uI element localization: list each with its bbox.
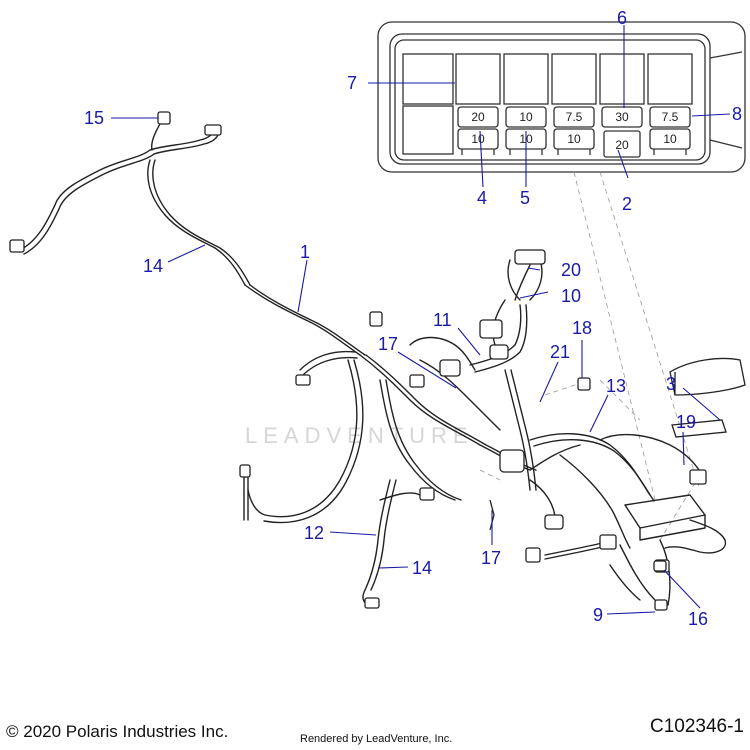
fuse-label: 20: [615, 138, 629, 152]
callout-9: 9: [593, 605, 603, 625]
leader-lines: [111, 25, 731, 615]
callout-21: 21: [550, 342, 570, 362]
callout-20: 20: [561, 260, 581, 280]
callout-14: 14: [412, 558, 432, 578]
callout-4: 4: [477, 188, 487, 208]
rendered-by-credit: Rendered by LeadVenture, Inc.: [300, 733, 453, 745]
fuse-box-inset: [377, 21, 746, 173]
fuse-label: 7.5: [566, 110, 583, 124]
callout-11: 11: [433, 310, 452, 330]
projection-lines: [479, 171, 701, 541]
diagram-code: C102346-1: [649, 716, 744, 737]
callout-7: 7: [347, 73, 357, 93]
callout-17: 17: [481, 548, 501, 568]
fuse-label: 10: [567, 132, 581, 146]
callout-12: 12: [304, 523, 324, 543]
callout-15: 15: [84, 108, 104, 128]
callouts: 1 2 3 4 5 6 7 8 9 10 11 12 13 14 14 15 1…: [84, 8, 742, 629]
fuse-label: 10: [471, 132, 485, 146]
callout-13: 13: [606, 376, 626, 396]
fuse-label: 7.5: [662, 110, 679, 124]
copyright-notice: © 2020 Polaris Industries Inc.: [6, 722, 229, 741]
fuse-label: 10: [519, 110, 533, 124]
callout-1: 1: [300, 242, 310, 262]
callout-8: 8: [732, 104, 742, 124]
fuse-label: 10: [663, 132, 677, 146]
fuse-labels: 20 10 7.5 30 7.5 10 10 10 20 10: [471, 110, 678, 152]
wiring-harness: [19, 119, 727, 606]
fuse-label: 30: [615, 110, 629, 124]
connectors: [9, 111, 746, 611]
callout-14: 14: [143, 256, 163, 276]
callout-18: 18: [572, 318, 592, 338]
callout-3: 3: [666, 374, 676, 394]
callout-17: 17: [378, 334, 398, 354]
callout-6: 6: [617, 8, 627, 28]
callout-16: 16: [688, 609, 708, 629]
callout-2: 2: [622, 194, 632, 214]
callout-19: 19: [676, 412, 696, 432]
callout-5: 5: [520, 188, 530, 208]
fuse-label: 20: [471, 110, 485, 124]
callout-10: 10: [561, 286, 581, 306]
